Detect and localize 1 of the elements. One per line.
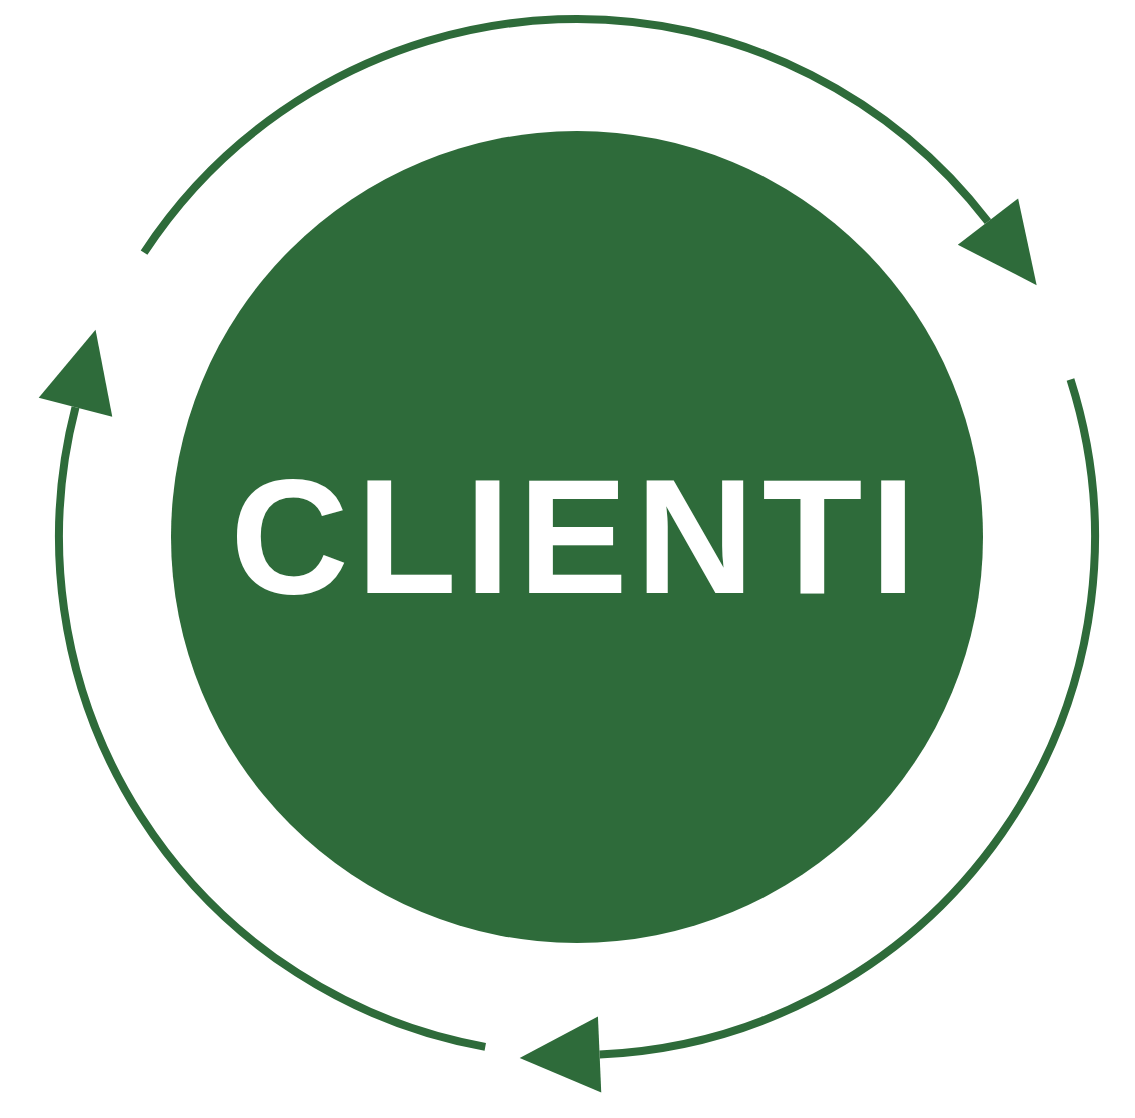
circle-title: CLIENTI xyxy=(230,455,924,619)
